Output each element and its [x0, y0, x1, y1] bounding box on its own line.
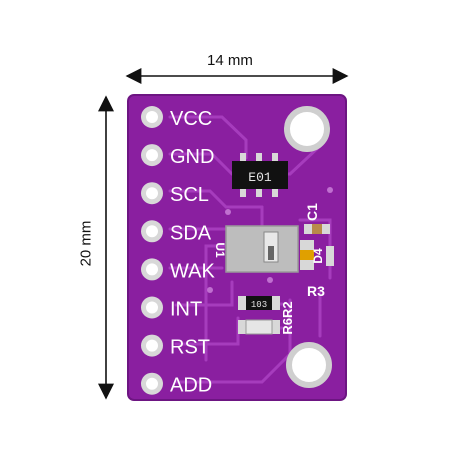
pin-holes — [141, 106, 163, 395]
pin-label-sda: SDA — [170, 222, 212, 244]
pin-labels: VCC GND SCL SDA WAK INT RST ADD — [170, 108, 215, 397]
pin-label-add: ADD — [170, 375, 212, 397]
pin-hole-scl — [141, 182, 163, 205]
pin-hole-add — [141, 372, 163, 395]
mounting-hole-top — [284, 106, 330, 152]
resistor-marking: 103 — [251, 300, 267, 310]
pin-hole-rst — [141, 334, 163, 357]
u1-label: U1 — [213, 242, 227, 258]
pin-hole-vcc — [141, 106, 163, 128]
sensor-module: U1 — [213, 225, 299, 273]
pin-label-scl: SCL — [170, 184, 209, 206]
pin-hole-int — [141, 296, 163, 319]
pin-label-gnd: GND — [170, 146, 214, 168]
pin-hole-sda — [141, 220, 163, 243]
r6r2-label: R6R2 — [280, 301, 295, 334]
mounting-hole-bottom — [286, 342, 332, 388]
c1-label: C1 — [304, 203, 320, 221]
logic-chip: E01 — [232, 153, 288, 197]
diode-d4: D4 — [300, 240, 334, 270]
vias — [207, 187, 333, 293]
width-dimension-label: 14 mm — [207, 52, 253, 69]
r3-label: R3 — [307, 283, 325, 299]
pin-label-rst: RST — [170, 337, 210, 359]
pin-hole-wak — [141, 258, 163, 281]
pin-label-vcc: VCC — [170, 108, 212, 130]
resistor-103: 103 — [238, 296, 280, 310]
pin-hole-gnd — [141, 144, 163, 167]
pin-label-int: INT — [170, 299, 202, 321]
capacitor-c1: C1 — [304, 203, 330, 234]
resistor-blank — [238, 319, 280, 335]
pin-label-wak: WAK — [170, 260, 215, 282]
d4-label: D4 — [311, 248, 325, 264]
chip-marking: E01 — [248, 170, 272, 185]
